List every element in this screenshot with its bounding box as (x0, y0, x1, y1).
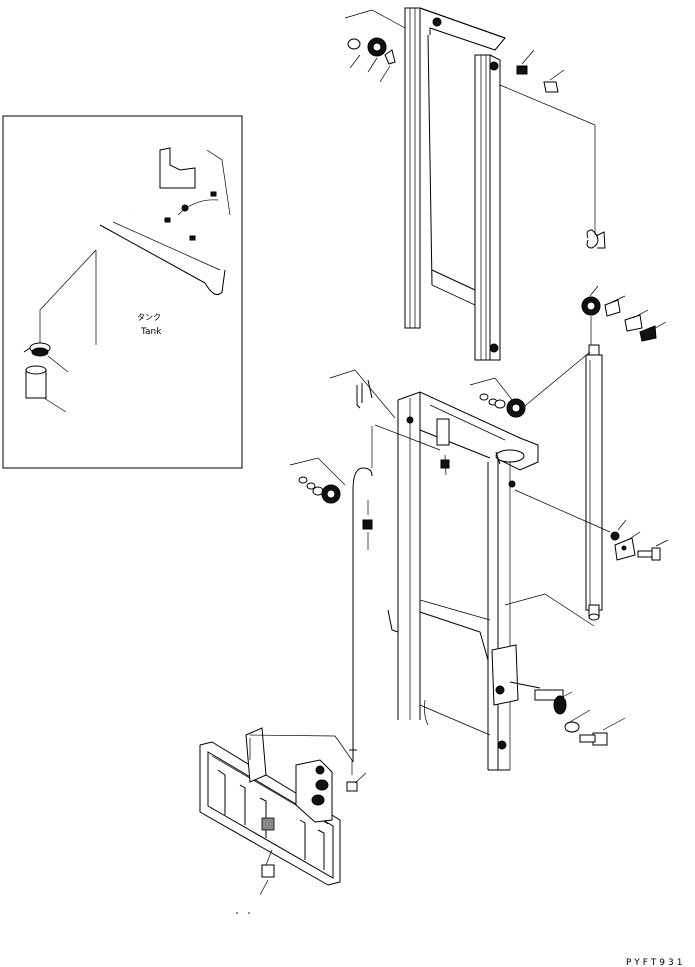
hose-clamp (23, 342, 51, 357)
top-roller-set (344, 9, 406, 83)
tank-bracket (159, 147, 196, 189)
chain-anchor-parts (581, 285, 667, 345)
figure-code: PYFT931 (626, 958, 685, 967)
middle-roller-set (469, 351, 591, 418)
side-bolt-assembly (514, 489, 669, 561)
left-roller-set (289, 457, 346, 504)
inset-frame (2, 115, 243, 469)
chain-link (586, 229, 606, 249)
lift-cylinder (585, 344, 603, 621)
chain-rod (346, 426, 373, 792)
outer-mast (404, 7, 506, 361)
chain-hook-bracket (329, 369, 450, 476)
tank-label-en: Tank (140, 327, 162, 337)
tank-cap (25, 365, 47, 399)
tank-label-jp: タンク (137, 313, 161, 322)
pin-assembly (509, 681, 626, 746)
carriage (199, 727, 353, 896)
top-bolt (499, 49, 596, 235)
tank-detail-inset: タンク Tank (2, 115, 243, 469)
inner-mast (387, 391, 539, 771)
